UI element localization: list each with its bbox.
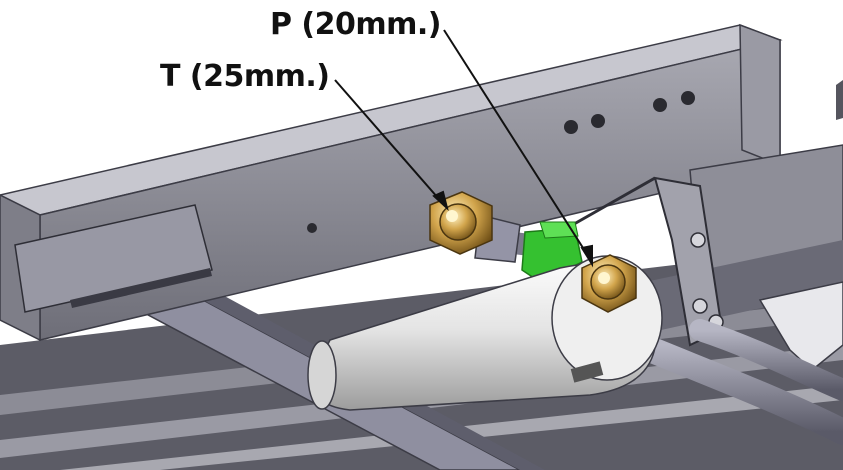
hose-p <box>627 332 843 445</box>
beam-hole <box>681 91 695 105</box>
leader-line-t <box>334 79 446 207</box>
mounting-bracket-edge <box>559 176 656 234</box>
leader-arrow-p <box>580 244 593 268</box>
hose-t <box>689 319 843 401</box>
leader-lines <box>334 29 593 268</box>
beam-hole <box>653 98 667 112</box>
callout-label-t: T (25mm.) <box>160 59 330 94</box>
leader-arrow-t <box>432 190 449 212</box>
fitting-t-bore <box>446 210 458 222</box>
fitting-p-bore <box>598 272 610 284</box>
left-bracket-slot <box>70 268 212 308</box>
bracket-bolt <box>692 298 708 314</box>
cylinder-label-plate <box>570 361 604 383</box>
right-support-arm <box>758 281 843 371</box>
right-top-knob <box>836 80 843 120</box>
callout-label-p: P (20mm.) <box>270 7 442 42</box>
bracket-bolt <box>690 232 706 248</box>
cylinder-left-cap <box>307 340 337 410</box>
fitting-t-nut <box>439 203 477 241</box>
leader-line-p <box>443 29 593 263</box>
left-bracket-plate <box>14 204 213 313</box>
beam-hole <box>591 114 605 128</box>
beam-hole <box>307 223 317 233</box>
fitting-p <box>581 254 637 313</box>
beam-hole <box>564 120 578 134</box>
main-beam-end <box>739 23 781 167</box>
